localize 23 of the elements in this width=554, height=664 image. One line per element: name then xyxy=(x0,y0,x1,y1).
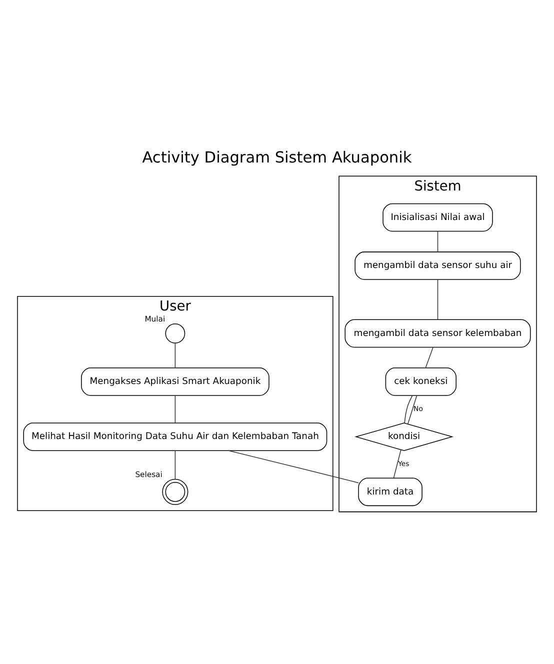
node-circle xyxy=(165,323,186,343)
connector xyxy=(228,450,359,483)
connector xyxy=(174,342,176,368)
connector xyxy=(404,394,413,423)
connector xyxy=(437,230,438,252)
connector xyxy=(437,278,438,320)
node-box: Inisialisasi Nilai awal xyxy=(382,202,493,232)
node-box: Mengakses Aplikasi Smart Akuaponik xyxy=(81,367,270,396)
node-box: kirim data xyxy=(358,477,422,506)
connector xyxy=(425,346,434,368)
connector xyxy=(174,450,176,480)
connector xyxy=(407,394,418,424)
connector xyxy=(393,448,402,478)
diagram-title: Activity Diagram Sistem Akuaponik xyxy=(142,148,412,166)
node-box: mengambil data sensor suhu air xyxy=(354,251,521,280)
connector xyxy=(174,394,176,423)
node-box: mengambil data sensor kelembaban xyxy=(344,318,531,348)
node-label: Mulai xyxy=(144,314,166,324)
node-diamond: kondisi xyxy=(354,422,454,450)
node-circle xyxy=(162,478,188,504)
node-box: cek koneksi xyxy=(385,367,456,396)
node-label: Selesai xyxy=(135,469,162,478)
node-box: Melihat Hasil Monitoring Data Suhu Air dan Kelembaban Tanah xyxy=(23,422,328,450)
